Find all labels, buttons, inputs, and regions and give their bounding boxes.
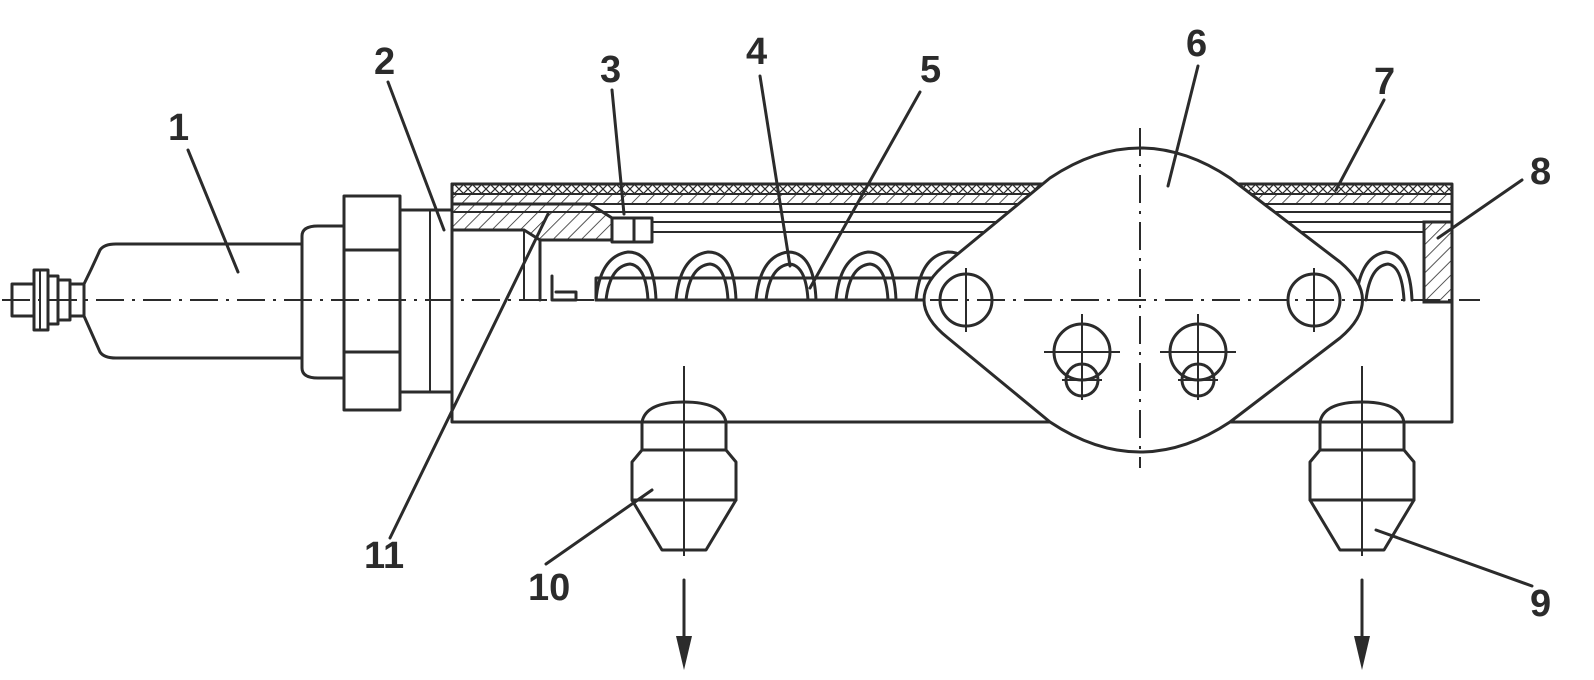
callout-7: 7 [1374, 61, 1395, 103]
nozzle-left [630, 366, 738, 556]
leader-5 [808, 90, 922, 290]
leader-3 [610, 88, 626, 216]
callout-8: 8 [1530, 151, 1551, 193]
callout-5: 5 [920, 49, 941, 91]
flow-arrowhead-left [676, 636, 692, 670]
callout-10: 10 [528, 567, 570, 609]
coil-spring [594, 250, 1414, 302]
end-cap [1422, 220, 1454, 304]
bolt-hole-left [938, 268, 994, 332]
leader-9 [1374, 528, 1534, 588]
callout-3: 3 [600, 49, 621, 91]
leader-2 [386, 80, 446, 232]
callout-6: 6 [1186, 23, 1207, 65]
cylinder-collar [300, 224, 346, 380]
callout-1: 1 [168, 107, 189, 149]
leader-6 [1166, 64, 1200, 188]
guide-insert [450, 202, 614, 242]
callout-9: 9 [1530, 583, 1551, 625]
leader-1 [186, 148, 240, 274]
nozzle-right [1308, 366, 1416, 556]
leader-10 [544, 488, 654, 566]
callout-2: 2 [374, 41, 395, 83]
leader-11 [388, 212, 550, 540]
port-left [1044, 314, 1120, 400]
hex-nut [342, 194, 402, 412]
stop-block [610, 216, 636, 244]
callout-4: 4 [746, 31, 767, 73]
connector-plug [10, 268, 86, 332]
callout-11: 11 [364, 535, 404, 577]
bolt-hole-right [1286, 268, 1342, 332]
leader-8 [1436, 178, 1524, 240]
port-right [1160, 314, 1236, 400]
flow-arrowhead-right [1354, 636, 1370, 670]
leader-7 [1334, 98, 1386, 192]
leader-4 [758, 74, 792, 268]
